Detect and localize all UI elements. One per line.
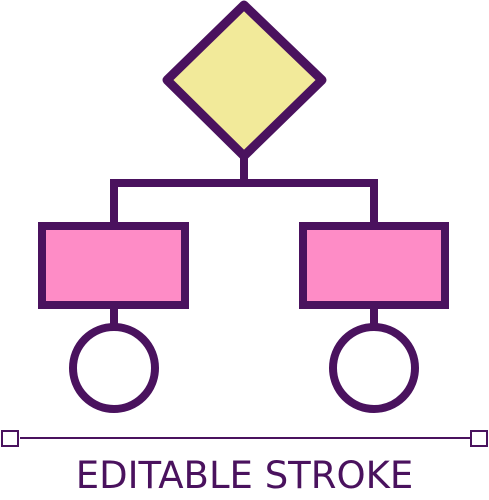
process-box-left [38,222,189,309]
editable-stroke-indicator [1,430,488,447]
terminal-circle-left [69,323,159,413]
decision-diamond [162,0,327,161]
process-box-right [299,222,449,309]
branch-connector [110,179,378,225]
stroke-end-handle [470,430,488,447]
stroke-start-handle [1,430,19,447]
editable-stroke-caption: EDITABLE STROKE [75,454,414,497]
terminal-circle-right [329,323,419,413]
